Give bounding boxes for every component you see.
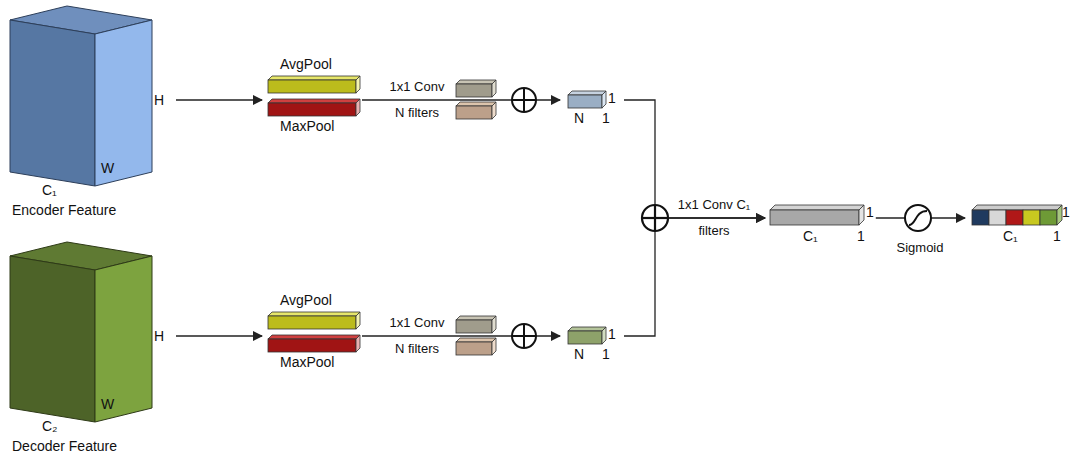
node-label: C₁ [42,182,57,198]
pooling-pair: AvgPoolMaxPool [262,56,362,140]
edge-label: 1x1 Conv C₁ filters [674,192,754,244]
edge-label: 1x1 Conv N filters [384,74,450,126]
encoder-cube [10,6,152,186]
pool-bars [268,76,360,116]
node-label: C₁ [1003,228,1018,244]
sum-symbol [642,205,668,231]
node-label: 1 [608,90,616,106]
node-label: 1 [1053,228,1061,244]
merged-vector: C₁ 11 [765,200,876,248]
node-label: H [154,328,164,344]
sigmoid-symbol [905,205,931,231]
pool-bars [268,312,360,352]
attention-weights: C₁ 11 [965,200,1072,248]
node-label: N [574,346,584,362]
decoder-cube [10,242,152,422]
node-label: N [574,110,584,126]
channel-vector: N 1 1 [560,322,624,366]
node-label: W [101,160,114,176]
node-label: 1 [602,110,610,126]
node-label: 1 [608,326,616,342]
node-label: AvgPool [280,292,332,308]
node-label: Decoder Feature [12,438,117,454]
node-label: 1 [857,228,865,244]
node-label: C₁ [803,228,818,244]
attention-bar [972,205,1062,225]
arrow-connector [362,99,560,100]
decoder-feature: H C₂ W Decoder Feature [0,236,176,462]
arrow-connector [176,99,262,100]
arrow-connector [176,335,262,336]
channel-vector: N 1 1 [560,86,624,130]
node-label: C₂ [42,418,58,434]
node-label: W [101,396,114,412]
edge-label: 1x1 Conv N filters [384,310,450,362]
pooling-pair: AvgPoolMaxPool [262,292,362,376]
node-label: Encoder Feature [12,202,116,218]
node-label: 1 [602,346,610,362]
arrow-connector [624,218,765,336]
node-label: 1 [1062,204,1070,220]
node-label: AvgPool [280,56,332,72]
encoder-feature: H C₁ W Encoder Feature [0,0,176,226]
edge-label: Sigmoid [888,240,952,256]
arrow-connector [362,335,560,336]
node-label: MaxPool [280,354,334,370]
node-label: H [154,92,164,108]
gray-bar [770,205,864,225]
node-label: 1 [866,204,874,220]
node-label: MaxPool [280,118,334,134]
